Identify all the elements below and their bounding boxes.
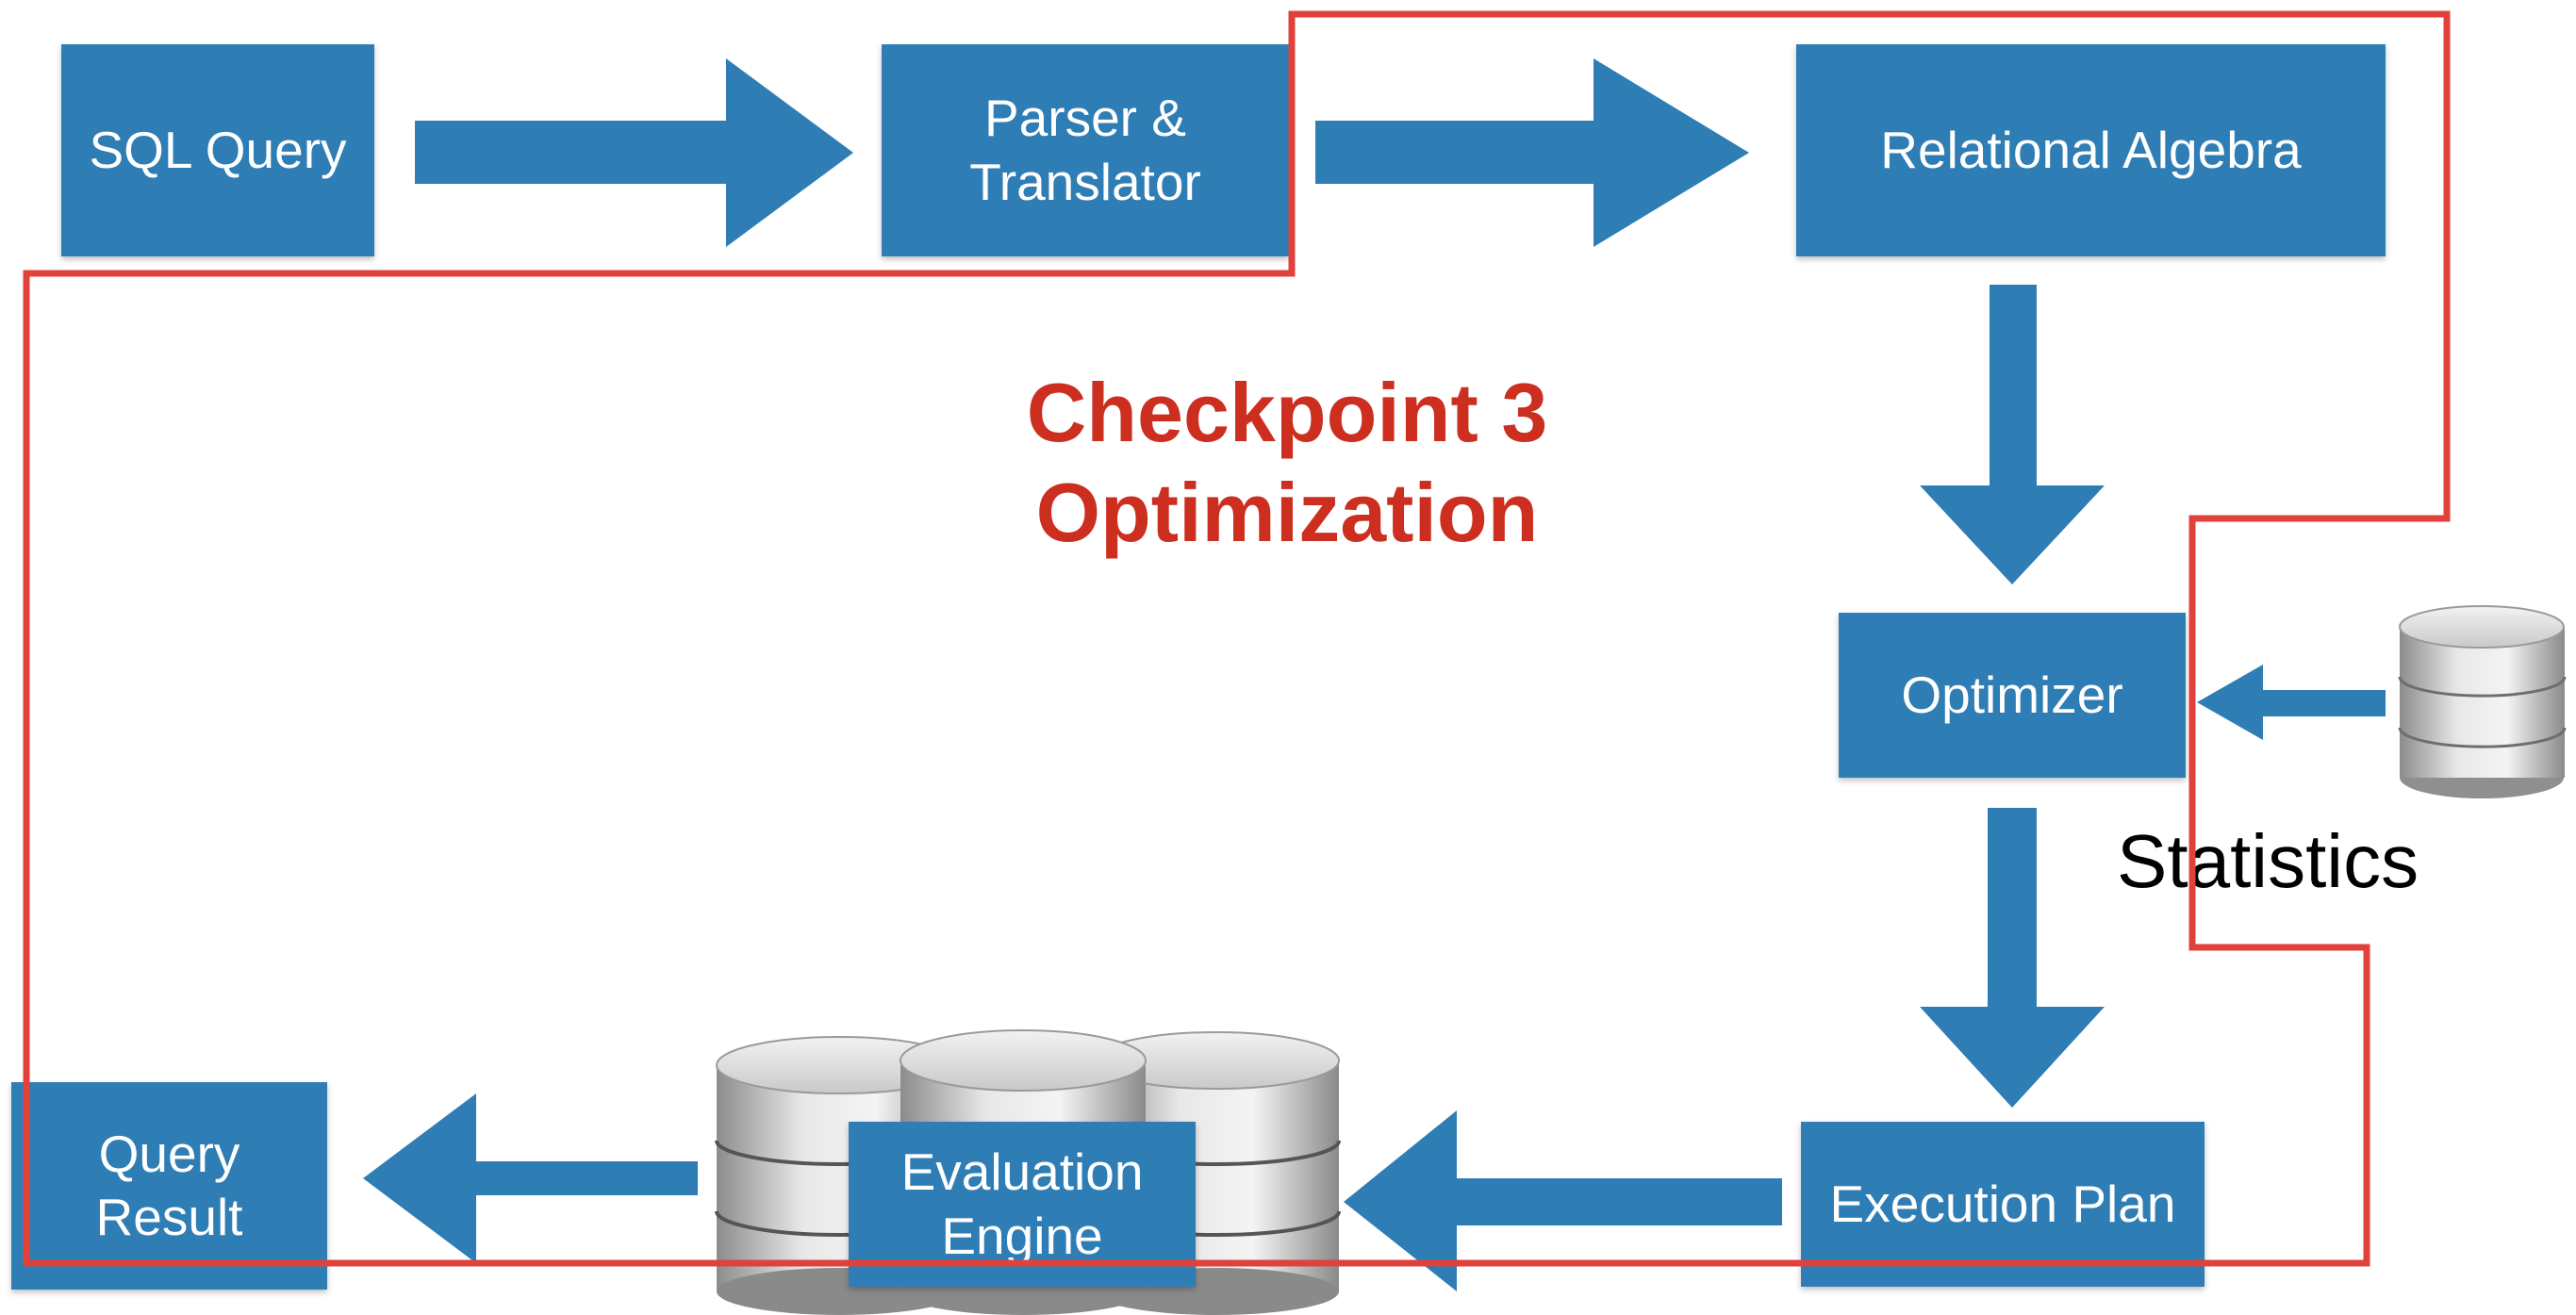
arrow-plan-to-engine [1344, 1110, 1782, 1291]
node-evaluation-engine: Evaluation Engine [849, 1122, 1196, 1287]
arrow-engine-to-result [363, 1093, 698, 1263]
node-sql-query-label: SQL Query [89, 120, 347, 179]
node-query-result: Query Result [11, 1082, 327, 1290]
arrow-parser-to-algebra [1315, 58, 1749, 247]
checkpoint-label: Checkpoint 3 Optimization [943, 363, 1631, 562]
node-relational-algebra-label: Relational Algebra [1880, 120, 2302, 179]
node-optimizer: Optimizer [1839, 613, 2186, 778]
node-execution-plan: Execution Plan [1801, 1122, 2204, 1287]
arrow-optimizer-to-plan [1920, 808, 2105, 1108]
node-query-result-label: Query Result [95, 1124, 243, 1246]
arrow-statistics-to-optimizer [2197, 665, 2386, 740]
node-optimizer-label: Optimizer [1901, 665, 2123, 724]
node-evaluation-engine-label: Evaluation Engine [900, 1142, 1144, 1265]
database-icon [2398, 605, 2567, 798]
checkpoint-title: Checkpoint 3 [1026, 366, 1548, 459]
node-parser-translator: Parser & Translator [882, 44, 1289, 256]
checkpoint-subtitle: Optimization [1035, 465, 1539, 559]
arrow-algebra-to-optimizer [1920, 285, 2105, 584]
node-sql-query: SQL Query [61, 44, 374, 256]
node-relational-algebra: Relational Algebra [1796, 44, 2386, 256]
node-execution-plan-label: Execution Plan [1829, 1174, 2176, 1233]
arrow-sql-to-parser [415, 58, 853, 247]
statistics-label: Statistics [2117, 819, 2419, 903]
node-parser-translator-label: Parser & Translator [969, 89, 1201, 211]
